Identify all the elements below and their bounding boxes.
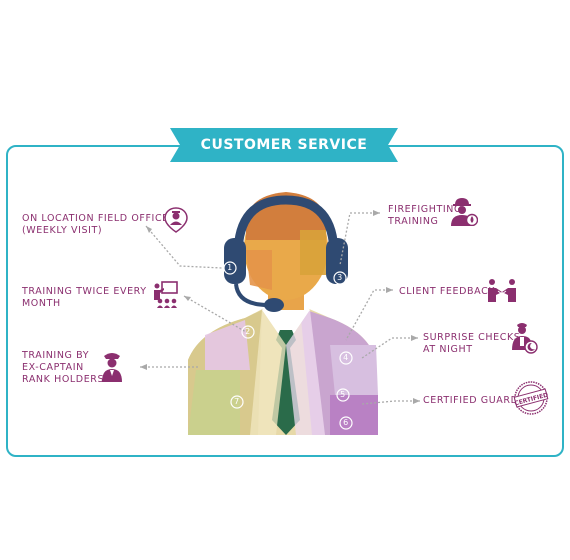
firefighter-icon	[451, 198, 478, 226]
feature-firefighting-line2: TRAINING	[388, 216, 439, 227]
badge-circle-4	[339, 351, 353, 365]
feature-certified-guards: CERTIFIED GUARDS	[423, 395, 525, 407]
field-officer-icon	[164, 207, 188, 233]
training-presentation-icon	[154, 281, 178, 308]
badge-4: 4	[343, 353, 349, 362]
badge-circle-6	[339, 416, 353, 430]
feature-field-officer-line1: ON LOCATION FIELD OFFICER	[22, 213, 176, 224]
feature-training-line1: TRAINING TWICE EVERY	[22, 286, 147, 297]
certified-stamp-icon: CERTIFIED	[513, 381, 549, 415]
feature-field-officer-line2: (WEEKLY VISIT)	[22, 225, 103, 236]
handshake-icon	[488, 279, 516, 302]
feature-field-officer: ON LOCATION FIELD OFFICER (WEEKLY VISIT)	[22, 213, 176, 237]
feature-surprise-checks: SURPRISE CHECKS AT NIGHT	[423, 332, 520, 356]
badge-circle-1	[223, 261, 237, 275]
badge-3: 3	[337, 273, 343, 282]
feature-ex-captain-line2: EX-CAPTAIN	[22, 362, 84, 373]
headset-left-cup	[224, 238, 246, 284]
captain-icon	[102, 353, 122, 382]
badge-circle-2	[241, 325, 255, 339]
feature-surprise-checks-line1: SURPRISE CHECKS	[423, 332, 521, 343]
feature-ex-captain: TRAINING BY EX-CAPTAIN RANK HOLDERS	[22, 350, 104, 386]
badge-7: 7	[234, 397, 240, 406]
feature-client-feedback-line1: CLIENT FEEDBACK	[399, 286, 496, 297]
night-check-icon	[512, 323, 538, 354]
feature-ex-captain-line3: RANK HOLDERS	[22, 374, 105, 385]
badge-2: 2	[245, 327, 251, 336]
feature-client-feedback: CLIENT FEEDBACK	[399, 286, 495, 298]
headset-band	[233, 195, 339, 256]
feature-ex-captain-line1: TRAINING BY	[22, 350, 90, 361]
feature-surprise-checks-line2: AT NIGHT	[423, 344, 473, 355]
feature-firefighting: FIREFIGHTING TRAINING	[388, 204, 462, 228]
feature-firefighting-line1: FIREFIGHTING	[388, 204, 462, 215]
badge-circle-5	[336, 388, 350, 402]
page-title: CUSTOMER SERVICE	[200, 137, 368, 153]
feature-training: TRAINING TWICE EVERY MONTH	[22, 286, 147, 310]
badge-6: 6	[343, 418, 349, 427]
badge-1: 1	[227, 263, 233, 272]
badge-circle-7	[230, 395, 244, 409]
microphone	[264, 298, 284, 312]
title-banner	[170, 128, 398, 162]
feature-training-line2: MONTH	[22, 298, 61, 309]
feature-certified-guards-line1: CERTIFIED GUARDS	[423, 395, 526, 406]
badge-5: 5	[340, 390, 346, 399]
badge-circle-3	[333, 271, 347, 285]
